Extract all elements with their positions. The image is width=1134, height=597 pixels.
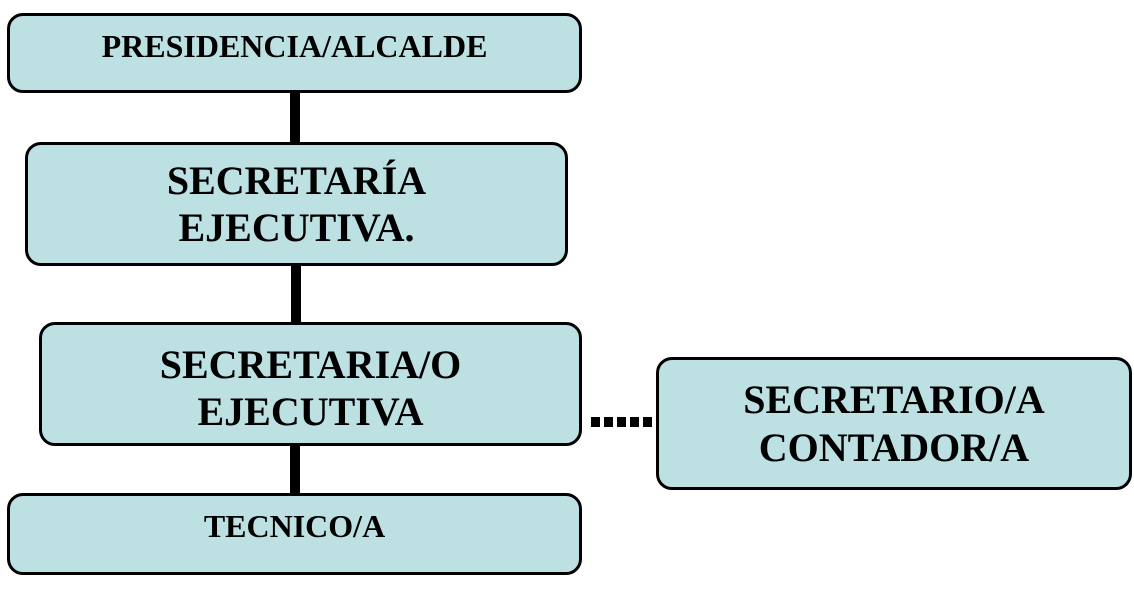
connector-secretaria-o-tecnico <box>290 445 300 495</box>
node-tecnico: TECNICO/A <box>7 493 582 575</box>
dotted-connector-contador <box>591 417 655 427</box>
node-secretaria-o-ejecutiva: SECRETARIA/O EJECUTIVA <box>39 322 582 446</box>
node-secretario-contador: SECRETARIO/A CONTADOR/A <box>656 357 1132 490</box>
node-presidencia-alcalde: PRESIDENCIA/ALCALDE <box>7 13 582 93</box>
connector-secretaria-secretaria-o <box>291 265 301 324</box>
connector-presidencia-secretaria <box>290 92 300 144</box>
node-secretaria-ejecutiva: SECRETARÍA EJECUTIVA. <box>25 142 568 266</box>
